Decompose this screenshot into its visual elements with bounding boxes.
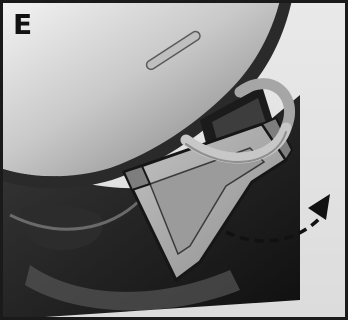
- step-label: E: [13, 11, 41, 39]
